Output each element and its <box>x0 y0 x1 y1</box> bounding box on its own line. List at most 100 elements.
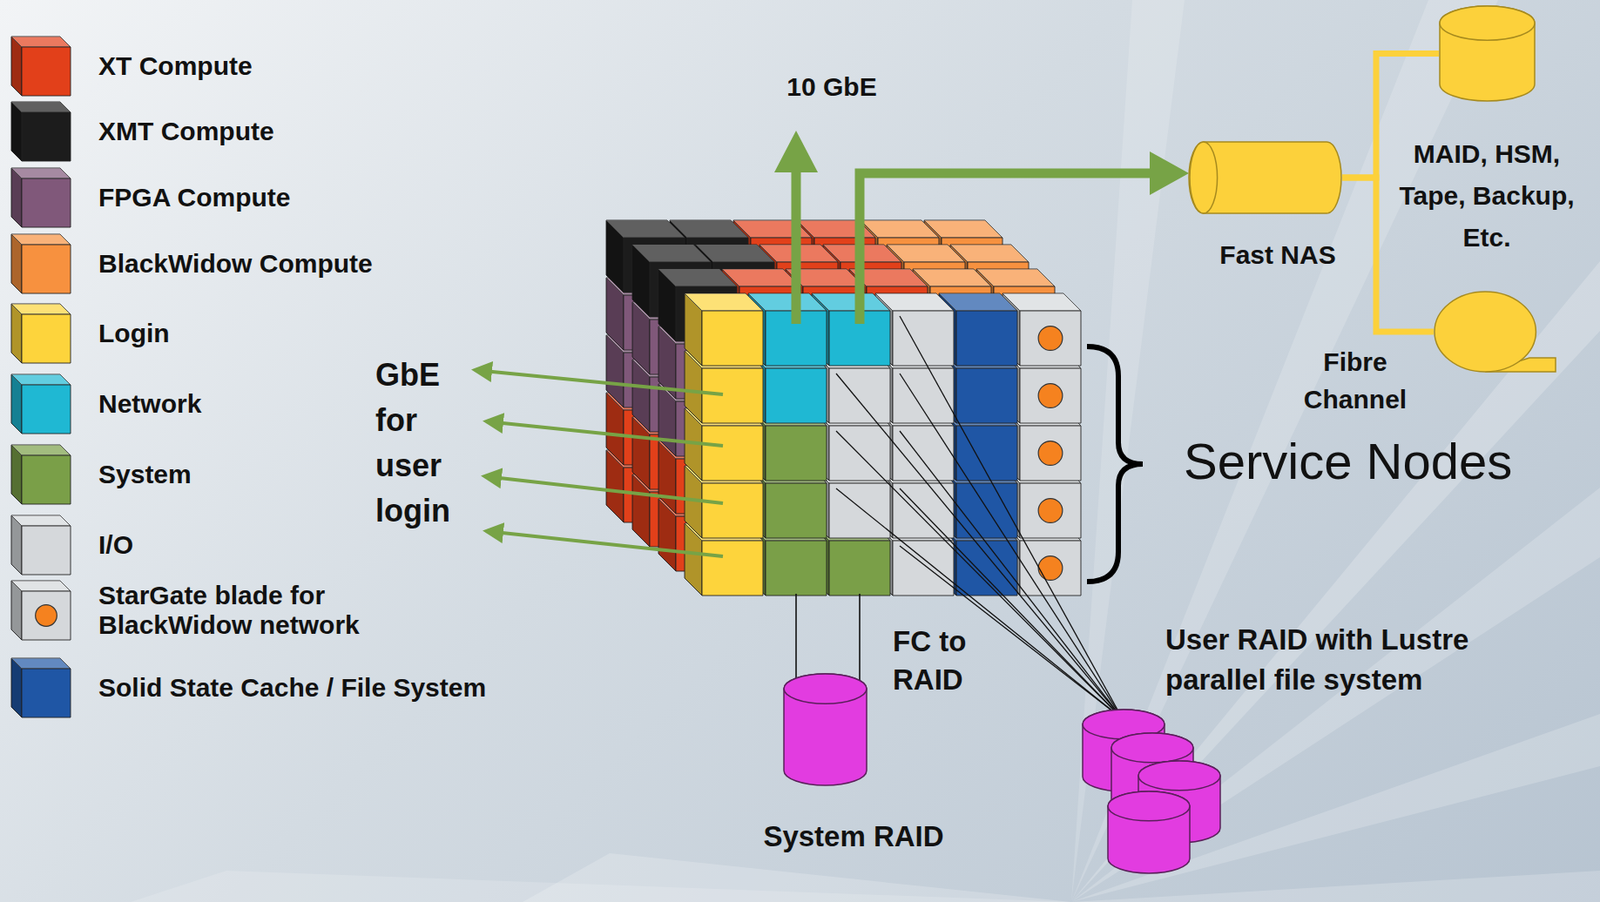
cube-top <box>658 269 737 287</box>
legend-swatch <box>10 303 72 365</box>
cylinder-top <box>1138 761 1221 791</box>
cube-highlight <box>11 374 71 385</box>
swatch-cube <box>10 580 72 642</box>
stargate-dot <box>1038 441 1063 466</box>
cube-top <box>11 515 71 527</box>
gbe-arrow <box>474 370 723 395</box>
ray <box>130 870 1072 902</box>
cube-highlight <box>11 658 71 669</box>
node-label: Fibre Channel <box>1276 343 1434 419</box>
cube-front <box>21 112 71 162</box>
cube-top <box>606 220 685 238</box>
cube-front <box>765 540 827 596</box>
cylinder-body <box>1439 6 1535 102</box>
cube-top <box>11 36 71 48</box>
stargate-dot <box>1038 384 1063 409</box>
cube-front <box>765 368 827 424</box>
cube-highlight <box>11 303 71 315</box>
cube-front <box>702 368 763 424</box>
fc-wire <box>836 431 1123 720</box>
cube-highlight <box>11 445 71 456</box>
cube-top <box>11 445 71 456</box>
fc-wire <box>836 373 1123 720</box>
stargate-dot <box>1038 326 1063 352</box>
cube-front <box>21 591 71 641</box>
cube-front <box>21 384 71 434</box>
ray <box>1071 870 1600 902</box>
cube-top <box>11 374 71 385</box>
ray <box>1071 261 1600 902</box>
node-shape <box>783 673 868 787</box>
cube-front <box>829 425 891 481</box>
gbe-arrow <box>486 421 723 446</box>
node-label: User RAID with Lustre parallel file syst… <box>1165 620 1575 701</box>
ray <box>1071 487 1600 902</box>
cube-top <box>632 244 711 263</box>
ray <box>1071 714 1600 902</box>
cylinder-top <box>783 674 867 704</box>
stargate-swatch <box>10 580 72 642</box>
legend-text: System <box>98 459 192 491</box>
cube-front <box>702 483 763 539</box>
storage-node: System RAID <box>783 673 868 787</box>
swatch-cube <box>10 657 72 719</box>
legend-text: Network <box>98 389 202 420</box>
cube-front <box>956 540 1018 596</box>
cylinder-top <box>1107 791 1190 822</box>
storage-node: Fibre Channel <box>1433 290 1557 373</box>
cube-front <box>1019 368 1081 424</box>
cube-highlight <box>11 101 71 113</box>
cube-front <box>1019 483 1081 539</box>
cube-highlight <box>658 269 737 287</box>
cube-stack <box>606 220 1081 596</box>
service-bracket <box>1086 346 1143 582</box>
node-shape <box>1188 141 1343 215</box>
cube-highlight <box>11 580 71 592</box>
legend-swatch <box>10 35 72 97</box>
cube-front <box>765 483 827 539</box>
arrow-head <box>774 130 818 173</box>
cube-front <box>1019 425 1081 481</box>
fc-wire <box>836 488 1123 720</box>
swatch-cube <box>10 373 72 435</box>
nas-arrow <box>859 173 1152 325</box>
cube-highlight <box>606 220 685 238</box>
legend-swatch <box>10 373 72 435</box>
node-label: MAID, HSM, Tape, Backup, Etc. <box>1387 133 1587 259</box>
cube-top <box>11 580 71 592</box>
cube-front <box>829 540 891 596</box>
swatch-cube <box>10 444 72 506</box>
swatch-cube <box>10 35 72 97</box>
node-shape <box>1438 5 1536 102</box>
stargate-dot <box>1038 556 1063 581</box>
cylinder-body <box>1188 141 1342 214</box>
legend-swatch <box>10 444 72 506</box>
legend-text: Solid State Cache / File System <box>98 673 487 704</box>
cube-front <box>21 244 71 294</box>
cylinder-body <box>1107 791 1190 874</box>
annotation-label: GbE for user login <box>375 352 470 534</box>
stargate-dot <box>35 605 58 628</box>
arrow-head <box>1149 151 1189 196</box>
node-label: Fast NAS <box>1164 240 1391 271</box>
cube-front <box>21 455 71 505</box>
stargate-dot <box>1038 499 1063 524</box>
cube-front <box>956 368 1018 424</box>
swatch-cube <box>10 101 72 163</box>
legend-text: XT Compute <box>98 51 253 82</box>
annotation-label: 10 GbE <box>786 72 877 103</box>
swatch-cube <box>10 233 72 295</box>
cube-top <box>11 101 71 113</box>
cube-front <box>1019 310 1081 366</box>
cube-highlight <box>11 515 71 527</box>
swatch-cube <box>10 167 72 229</box>
swatch-cube <box>10 514 72 576</box>
cube-front <box>702 425 763 481</box>
cube-highlight <box>11 36 71 48</box>
cylinder-body <box>783 674 867 786</box>
node-shape <box>1081 708 1222 875</box>
node-shape <box>1433 290 1557 373</box>
gbe-arrow <box>486 531 723 557</box>
fc-wire <box>899 316 1123 720</box>
